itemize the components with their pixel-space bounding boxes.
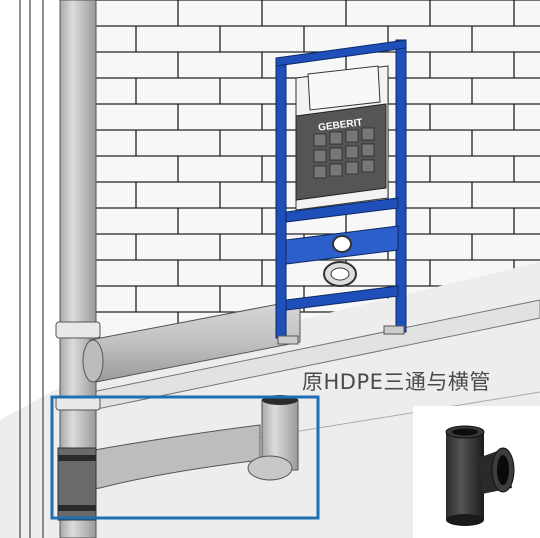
- hdpe-lower-pipe: [57, 395, 299, 521]
- hdpe-tee-fitting-photo: [413, 406, 540, 538]
- highlight-box: [50, 395, 320, 520]
- hdpe-tee-fitting-icon: [445, 425, 515, 526]
- caption-label: 原HDPE三通与横管: [302, 370, 491, 394]
- geberit-logo: GEBERIT: [318, 117, 363, 133]
- horizontal-drain-pipe: [82, 299, 301, 383]
- geberit-frame: GEBERIT: [275, 39, 407, 345]
